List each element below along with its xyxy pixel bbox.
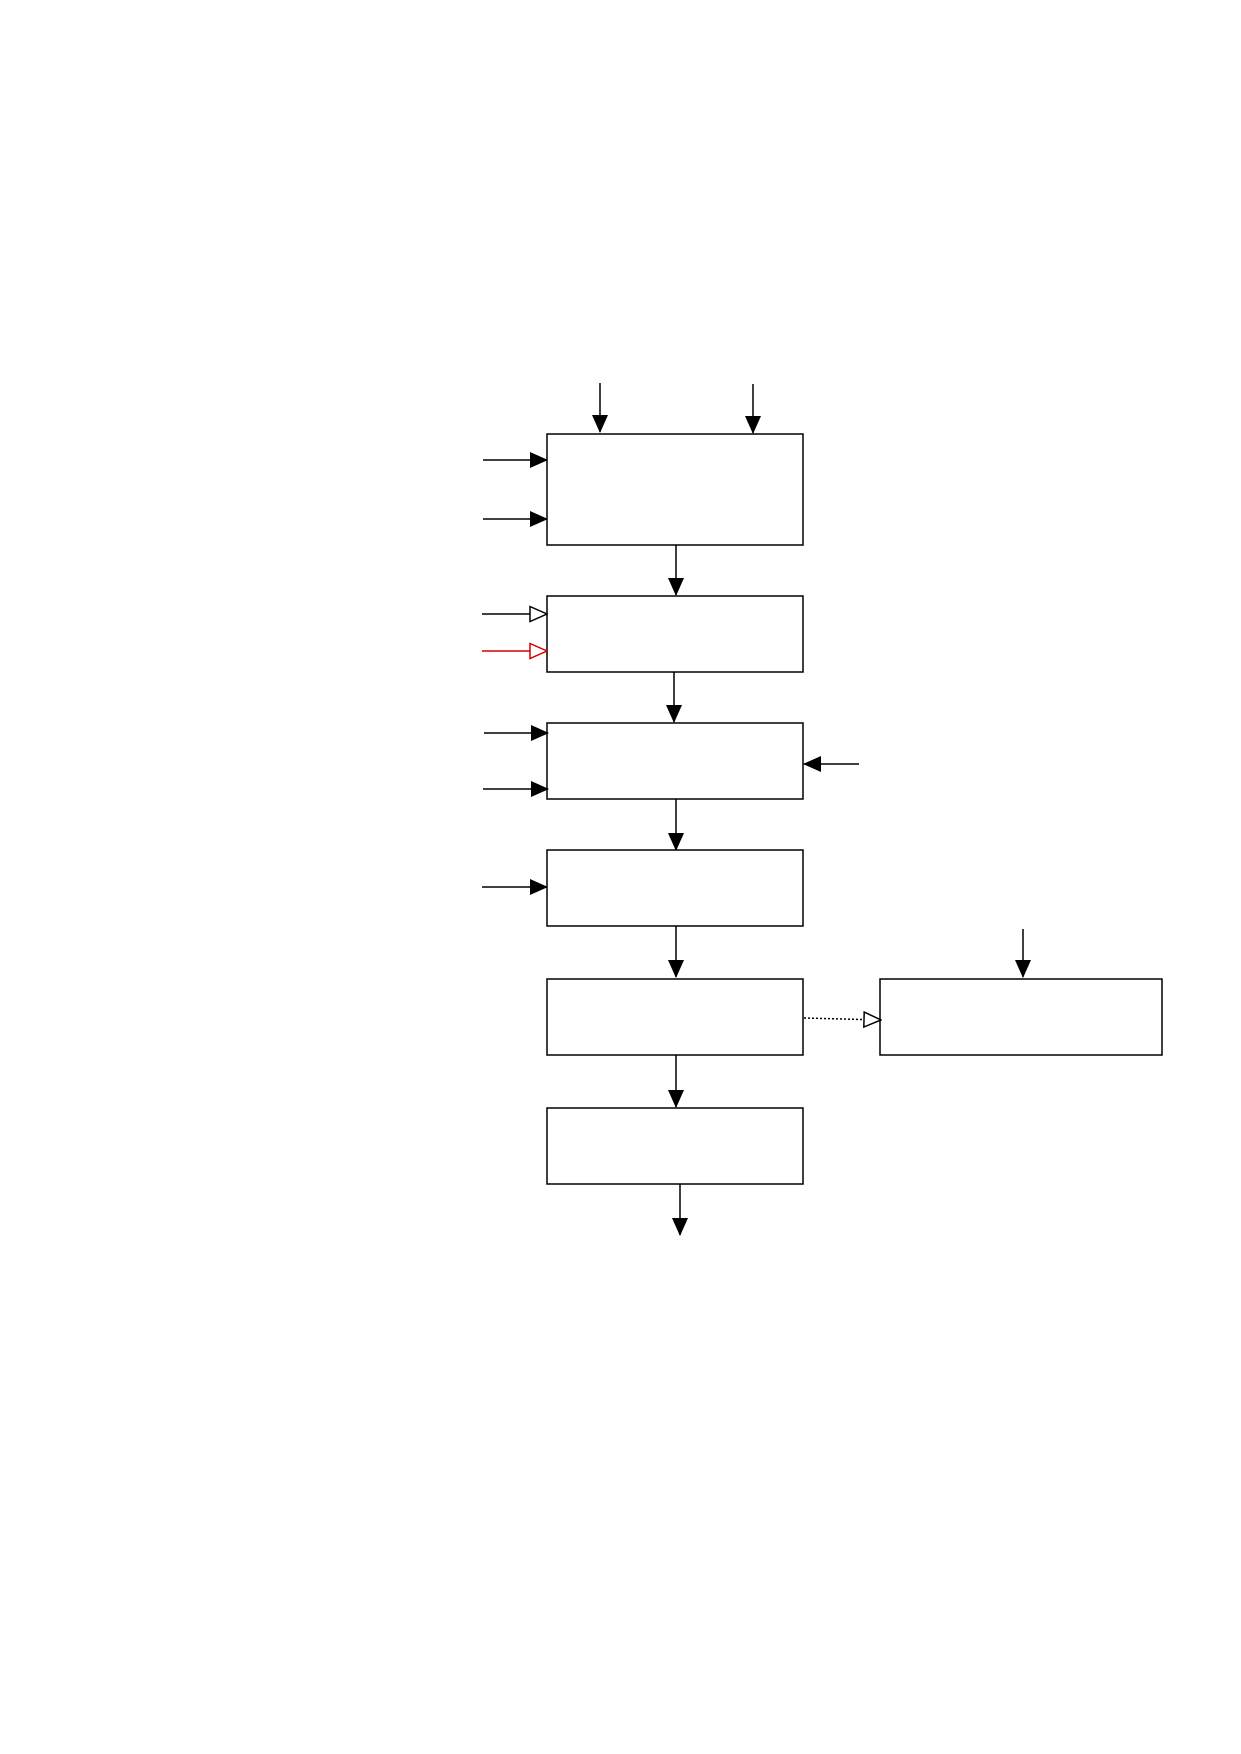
box-4 <box>546 849 804 927</box>
edges <box>666 545 881 1108</box>
nodes <box>546 433 1163 1185</box>
edge-box5-side-dotted <box>803 1018 881 1020</box>
box-2 <box>546 595 804 673</box>
box-5 <box>546 978 804 1056</box>
box-3 <box>546 722 804 800</box>
box-6 <box>546 1107 804 1185</box>
external-inputs <box>482 383 1031 978</box>
box-side <box>879 978 1163 1056</box>
box-1 <box>546 433 804 546</box>
